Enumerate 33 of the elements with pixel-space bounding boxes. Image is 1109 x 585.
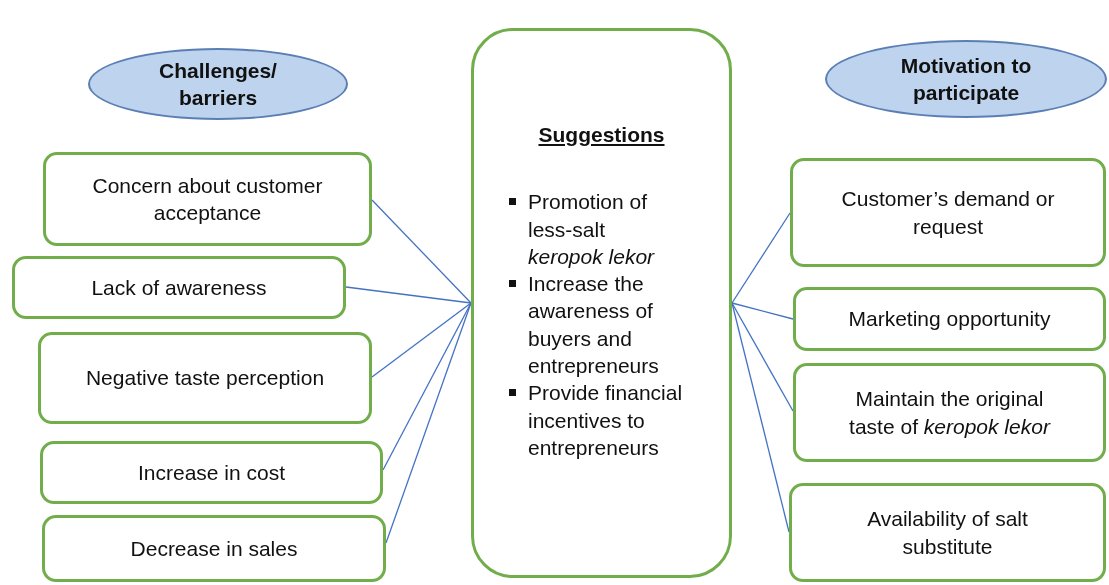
item-text: Marketing opportunity: [848, 306, 1051, 333]
item-box: [38, 332, 372, 424]
connector-line: [731, 212, 791, 304]
suggestions-box: [471, 28, 732, 578]
item-box: [12, 256, 346, 319]
item-box: [789, 483, 1106, 582]
category-title: Motivation to participate: [899, 52, 1033, 106]
item-box: [40, 441, 383, 504]
bullet-item: Promotion of less-salt keropok lekor: [528, 189, 656, 270]
item-text: Maintain the original taste of keropok lekor: [848, 386, 1052, 440]
connector-line: [371, 302, 472, 378]
item-box: [793, 363, 1106, 462]
connector-line: [731, 302, 794, 320]
item-box: [42, 515, 386, 582]
item-text: Availability of salt substitute: [866, 506, 1029, 560]
item-text: Lack of awareness: [91, 274, 267, 301]
item-text: Decrease in sales: [130, 535, 298, 562]
item-box: [43, 152, 372, 246]
category-title: Challenges/ barriers: [158, 57, 278, 111]
item-text: Increase in cost: [137, 459, 286, 486]
connector-line: [731, 302, 794, 412]
item-text: Concern about customer acceptance: [91, 172, 324, 226]
item-text: Negative taste perception: [85, 365, 325, 392]
item-box: [793, 287, 1106, 351]
connector-line: [345, 286, 472, 304]
heading: Suggestions: [538, 122, 665, 148]
bullet-item: Increase the awareness of buyers and entrepreneurs: [528, 271, 660, 380]
item-box: [790, 158, 1106, 267]
connector-line: [382, 302, 472, 471]
bullet-item: Provide financial incentives to entrepreneurs: [528, 380, 683, 461]
connector-line: [385, 302, 472, 544]
connector-line: [371, 199, 472, 304]
item-text: Customer’s demand or request: [840, 186, 1056, 240]
